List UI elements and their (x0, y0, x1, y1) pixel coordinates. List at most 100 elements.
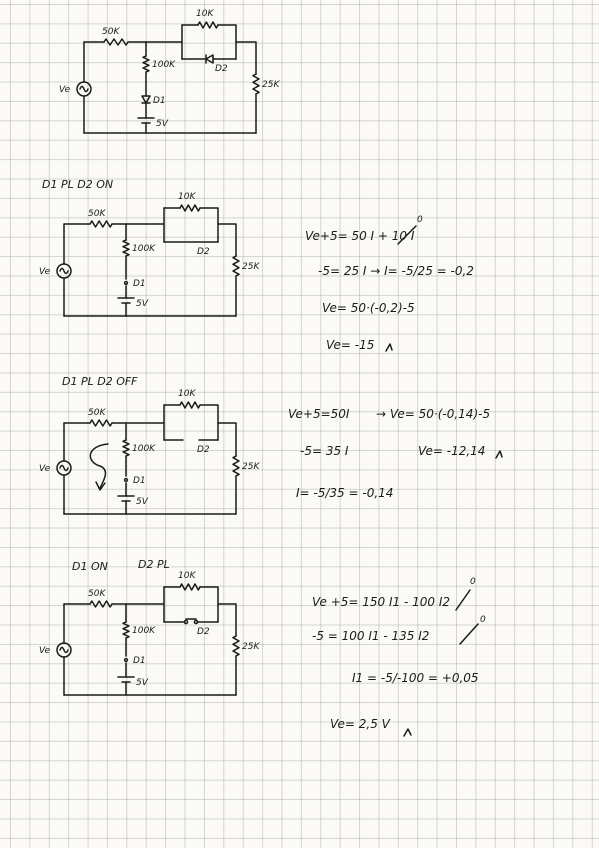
eq3-line2-zero: 0 (480, 615, 486, 625)
label-5v: 5V (136, 678, 149, 688)
eq2-right2: Ve= -12,14 (418, 444, 485, 458)
label-100k: 100K (152, 60, 176, 70)
eq2-line1: Ve+5=50I (288, 407, 350, 421)
label-25k: 25K (242, 462, 260, 472)
eq3-line1: Ve +5= 150 I1 - 100 I2 (312, 595, 450, 609)
eq1-line1-zero: 0 (417, 215, 423, 225)
label-ve: Ve (39, 646, 51, 656)
eq3-cross-out-1 (455, 589, 471, 611)
resistor-50k (89, 419, 113, 427)
resistor-25k (232, 455, 240, 477)
label-d1: D1 (153, 96, 166, 106)
label-ve: Ve (59, 85, 71, 95)
arrow-head (95, 481, 106, 491)
resistor-50k (89, 220, 113, 228)
equations-case-2: Ve+5= 50 I + 10 I0 -5= 25 I → I= -5/25 = … (305, 215, 474, 352)
circuit-original: 50K 10K 100K 25K D1 D2 5V Ve (59, 9, 280, 134)
eq3-line3: I1 = -5/-100 = +0,05 (352, 671, 479, 685)
label-ve: Ve (39, 267, 51, 277)
label-25k: 25K (242, 262, 260, 272)
label-25k: 25K (242, 642, 260, 652)
eq1-line3: Ve= 50·(-0,2)-5 (322, 301, 415, 315)
resistor-100k (122, 621, 130, 639)
label-50k: 50K (88, 408, 106, 418)
label-d1: D1 (133, 656, 146, 666)
label-d1: D1 (133, 476, 146, 486)
resistor-10k (197, 21, 219, 29)
label-10k: 10K (196, 9, 214, 19)
wire (217, 422, 237, 457)
resistor-10k (179, 401, 201, 409)
label-5v: 5V (156, 119, 169, 129)
ac-wave-symbol (79, 85, 89, 93)
label-50k: 50K (102, 27, 120, 37)
contact-dot (183, 619, 189, 625)
resistor-100k (142, 55, 150, 73)
eq3-result-mark (403, 728, 412, 737)
eq2-right1: → Ve= 50·(-0,14)-5 (376, 407, 490, 421)
eq2-result-mark (495, 450, 503, 459)
ac-wave-symbol (59, 267, 69, 275)
label-50k: 50K (88, 589, 106, 599)
eq1-line1: Ve+5= 50 I + 10 I (305, 229, 415, 243)
equations-case-4: Ve +5= 150 I1 - 100 I2 0 -5 = 100 I1 - 135… (312, 577, 486, 737)
label-5v: 5V (136, 299, 149, 309)
wire (235, 41, 257, 75)
resistor-50k (89, 600, 113, 608)
label-25k: 25K (262, 80, 280, 90)
eq2-line2: -5= 35 I (300, 444, 349, 458)
label-10k: 10K (178, 389, 196, 399)
equations-case-3: Ve+5=50I → Ve= 50·(-0,14)-5 -5= 35 I Ve= -1… (288, 407, 503, 500)
eq3-line4: Ve= 2,5 V (330, 717, 391, 731)
node-dot (123, 477, 129, 483)
heading-d1on: D1 ON (72, 560, 108, 573)
wire (217, 603, 237, 637)
node-dot (123, 280, 129, 286)
current-loop-arrow (89, 443, 109, 491)
wire (199, 207, 219, 243)
wire (199, 586, 219, 623)
eq1-result-mark (385, 343, 393, 352)
resistor-25k (232, 255, 240, 277)
wire (217, 24, 237, 60)
wire (199, 404, 219, 441)
circuit-d1pl-d2off: 50K 10K 100K 25K D1 D2 5V Ve (39, 389, 260, 515)
diode-d1-symbol (141, 95, 151, 104)
resistor-25k (252, 73, 260, 95)
eq3-line2: -5 = 100 I1 - 135 I2 (312, 629, 429, 643)
eq3-cross-out-2 (459, 623, 479, 645)
resistor-10k (179, 204, 201, 212)
ac-wave-symbol (59, 464, 69, 472)
label-d2: D2 (197, 445, 210, 455)
ac-wave-symbol (59, 646, 69, 654)
label-50k: 50K (88, 209, 106, 219)
diode-d2-symbol (205, 54, 214, 64)
label-5v: 5V (136, 497, 149, 507)
label-100k: 100K (132, 444, 156, 454)
label-10k: 10K (178, 571, 196, 581)
wire (217, 223, 237, 257)
eq1-line4: Ve= -15 (326, 338, 374, 352)
eq2-line3: I= -5/35 = -0,14 (296, 486, 393, 500)
circuit-d1on-d2pl: 50K 10K 100K 25K D1 D2 5V Ve (39, 571, 260, 696)
resistor-100k (122, 239, 130, 257)
resistor-50k (103, 38, 129, 46)
label-100k: 100K (132, 244, 156, 254)
label-d1: D1 (133, 279, 146, 289)
label-d2: D2 (197, 627, 210, 637)
heading-d2pl: D2 PL (138, 558, 170, 571)
label-d2: D2 (197, 247, 210, 257)
label-d2: D2 (215, 64, 228, 74)
label-ve: Ve (39, 464, 51, 474)
resistor-10k (179, 583, 201, 591)
eq1-line2: -5= 25 I → I= -5/25 = -0,2 (318, 264, 474, 278)
resistor-100k (122, 439, 130, 457)
label-100k: 100K (132, 626, 156, 636)
heading-d1pl-d2on: D1 PL D2 ON (42, 178, 113, 191)
current-loop-path (89, 443, 109, 489)
eq1-cross-out (397, 225, 417, 245)
